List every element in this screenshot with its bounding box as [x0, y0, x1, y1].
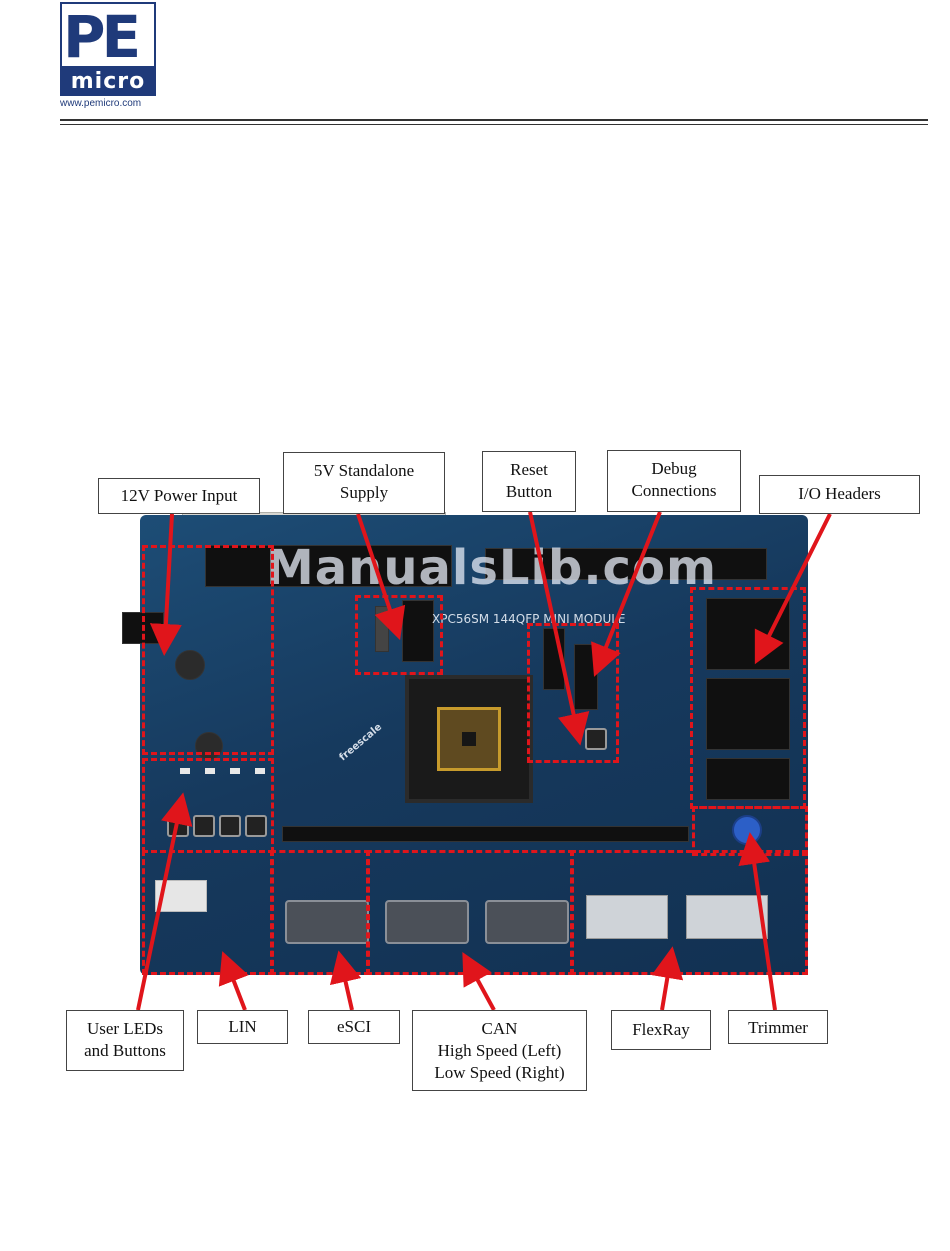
callout-trimmer: Trimmer	[728, 1010, 828, 1044]
callout-line: 5V Standalone	[284, 460, 444, 482]
callout-line: Button	[483, 481, 575, 503]
callout-debug-connections: Debug Connections	[607, 450, 741, 512]
callout-5v-standalone: 5V Standalone Supply	[283, 452, 445, 514]
callout-line: CAN	[413, 1018, 586, 1040]
callout-line: LIN	[198, 1016, 287, 1038]
callout-line: FlexRay	[612, 1019, 710, 1041]
header-rule	[60, 119, 928, 121]
callout-can: CAN High Speed (Left) Low Speed (Right)	[412, 1010, 587, 1091]
callout-line: Debug	[608, 458, 740, 480]
callout-line: Reset	[483, 459, 575, 481]
header-rule-thin	[60, 124, 928, 125]
power-region-outline	[142, 545, 274, 755]
esci-region-outline	[270, 850, 370, 975]
pemicro-logo: PE micro www.pemicro.com	[60, 2, 160, 110]
logo-micro-text: micro	[60, 68, 156, 96]
callout-line: Low Speed (Right)	[413, 1062, 586, 1084]
lin-region-outline	[142, 850, 274, 975]
mcu-socket-contacts	[437, 707, 501, 771]
callout-line: Trimmer	[729, 1017, 827, 1039]
callout-reset-button: Reset Button	[482, 451, 576, 512]
expansion-header	[282, 826, 689, 842]
callout-12v-power-input: 12V Power Input	[98, 478, 260, 514]
debug-reset-region-outline	[527, 623, 619, 763]
user-leds-region-outline	[142, 758, 274, 853]
callout-line: Connections	[608, 480, 740, 502]
callout-line: eSCI	[309, 1016, 399, 1038]
callout-line: and Buttons	[67, 1040, 183, 1062]
io-headers-region-outline	[690, 587, 806, 809]
mcu-socket	[405, 675, 533, 803]
mcu-socket-center	[462, 732, 476, 746]
can-region-outline	[366, 850, 574, 975]
watermark-text: ManualsLib.com	[266, 540, 717, 596]
logo-url: www.pemicro.com	[60, 98, 141, 109]
callout-line: User LEDs	[67, 1018, 183, 1040]
flexray-region-outline	[570, 850, 808, 975]
callout-line: High Speed (Left)	[413, 1040, 586, 1062]
trimmer-region-outline	[692, 806, 808, 856]
callout-line: I/O Headers	[760, 483, 919, 505]
callout-io-headers: I/O Headers	[759, 475, 920, 514]
callout-line: 12V Power Input	[99, 485, 259, 507]
logo-pe-box: PE	[60, 2, 156, 68]
callout-flexray: FlexRay	[611, 1010, 711, 1050]
callout-esci: eSCI	[308, 1010, 400, 1044]
callout-line: Supply	[284, 482, 444, 504]
logo-pe-text: PE	[63, 4, 137, 70]
standalone-region-outline	[355, 595, 443, 675]
callout-user-leds-buttons: User LEDs and Buttons	[66, 1010, 184, 1071]
callout-lin: LIN	[197, 1010, 288, 1044]
